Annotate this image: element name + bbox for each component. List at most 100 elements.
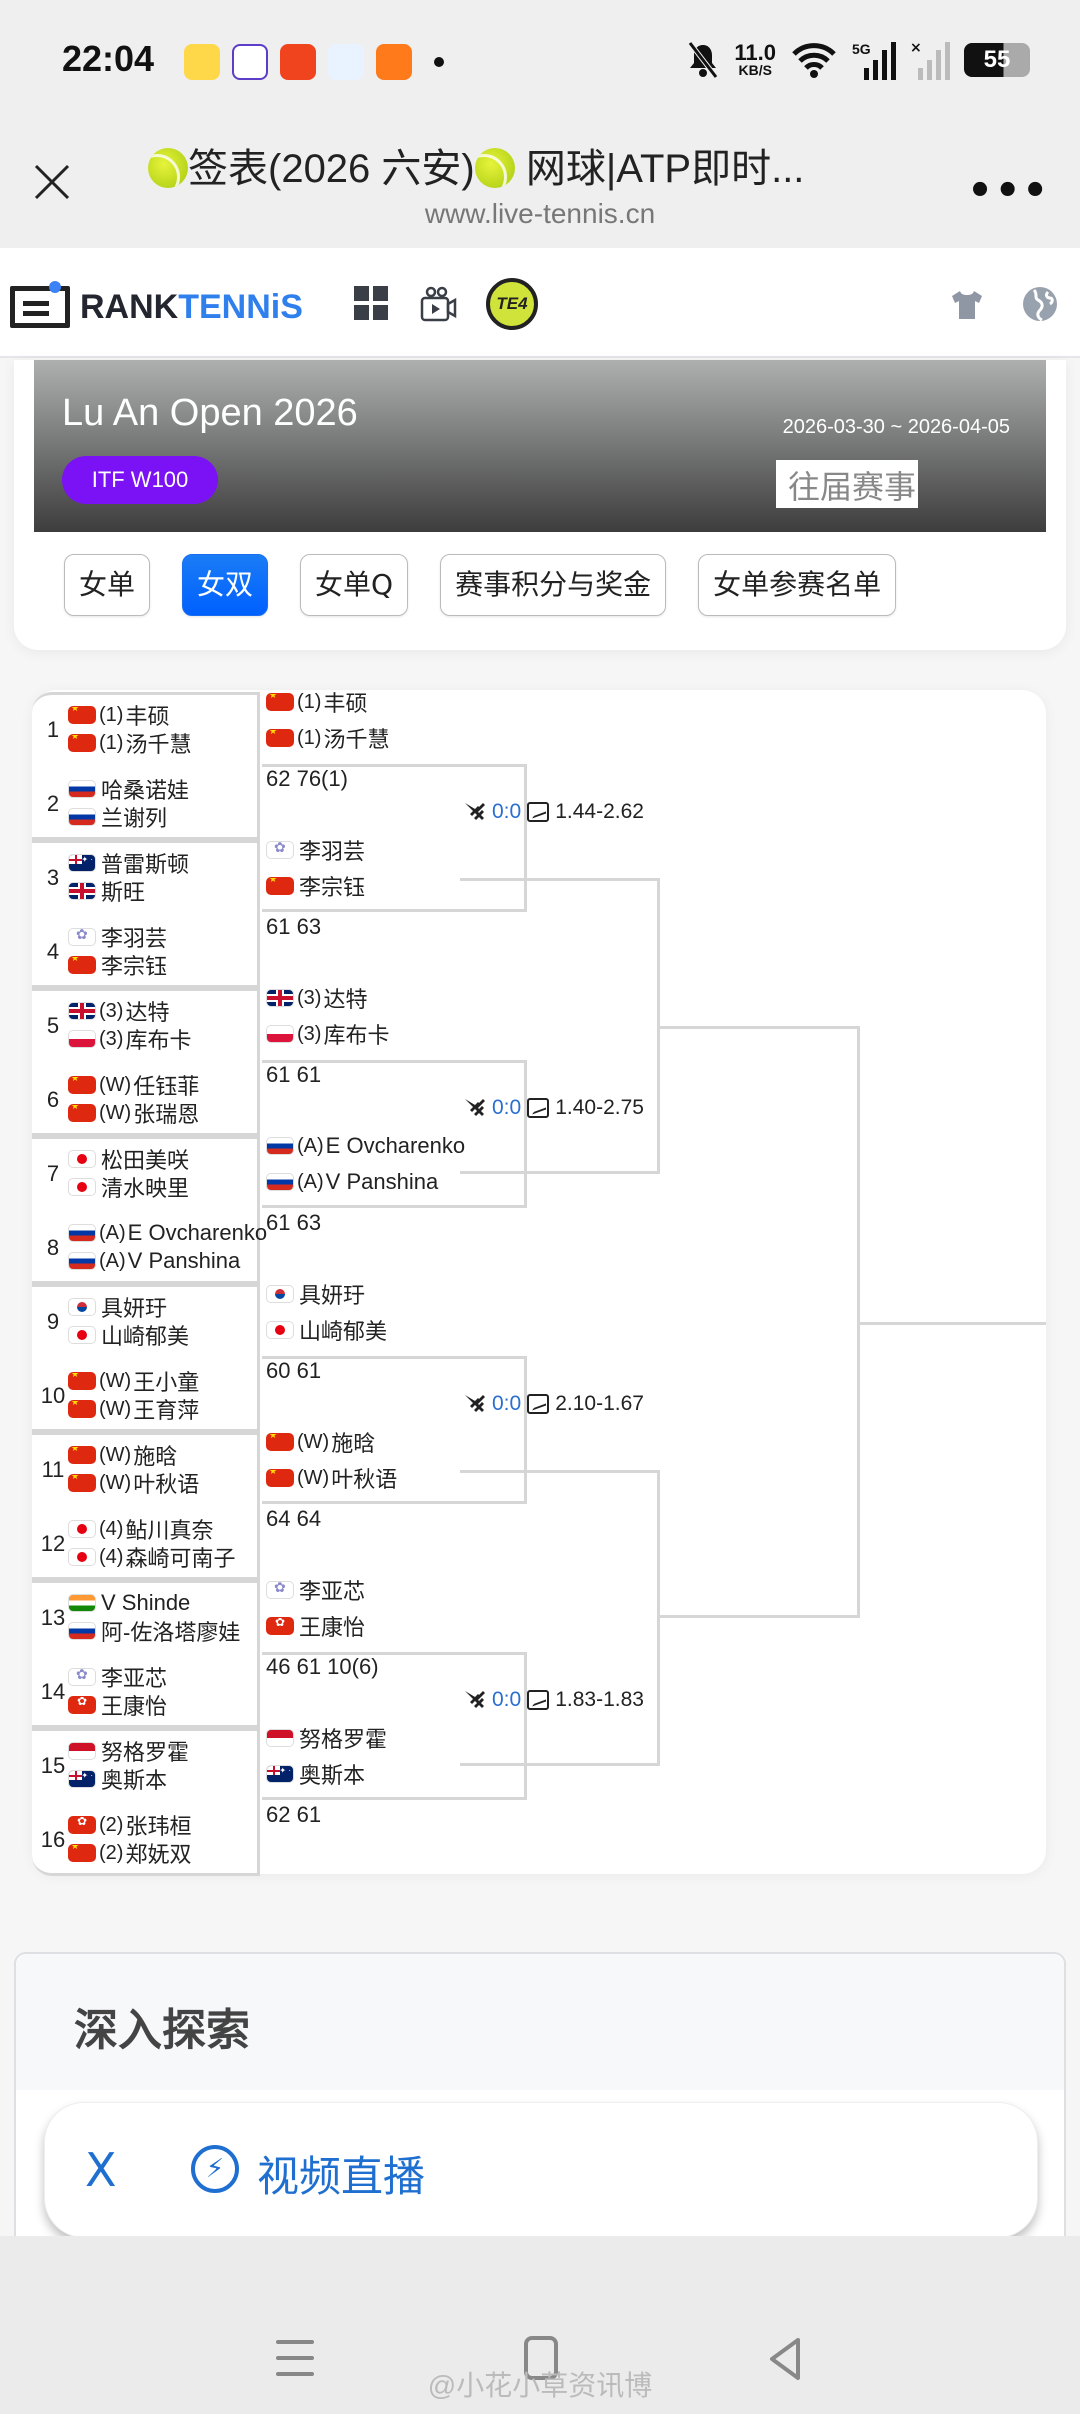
close-pill-button[interactable]: X xyxy=(85,2143,117,2197)
player-line[interactable]: 王康怡 xyxy=(266,1612,365,1640)
draw-entry[interactable]: 11(W)施晗(W)叶秋语 xyxy=(32,1435,260,1509)
player-line[interactable]: (4)鲇川真奈 xyxy=(68,1515,213,1543)
r2-team[interactable]: 努格罗霍奥斯本 xyxy=(262,1724,527,1796)
draw-entry[interactable]: 5(3)达特(3)库布卡 xyxy=(32,991,260,1065)
r2-team[interactable]: 具妍玗山崎郁美 xyxy=(262,1280,527,1352)
player-line[interactable]: (3)达特 xyxy=(68,997,169,1025)
player-line[interactable]: 努格罗霍 xyxy=(266,1724,387,1752)
r2-team[interactable]: 李羽芸李宗钰 xyxy=(262,836,527,908)
odds-chart-icon[interactable] xyxy=(527,1394,550,1414)
player-line[interactable]: (A)V Panshina xyxy=(68,1247,240,1275)
player-line[interactable]: (W)王小童 xyxy=(68,1367,199,1395)
home-button[interactable] xyxy=(524,2336,558,2380)
tab-womens-doubles[interactable]: 女双 xyxy=(182,554,269,616)
player-line[interactable]: V Shinde xyxy=(68,1589,190,1617)
player-line[interactable]: (W)施晗 xyxy=(68,1441,177,1469)
draw-entry[interactable]: 1(1)丰硕(1)汤千慧 xyxy=(32,695,260,769)
tab-entry-list[interactable]: 女单参赛名单 xyxy=(698,554,897,616)
player-line[interactable]: 王康怡 xyxy=(68,1691,167,1719)
head-to-head[interactable]: 0:0 xyxy=(492,1392,522,1415)
player-line[interactable]: (A)E Ovcharenko xyxy=(68,1219,267,1247)
head-to-head[interactable]: 0:0 xyxy=(492,1688,522,1711)
player-line[interactable]: (W)叶秋语 xyxy=(266,1464,397,1492)
draw-entry[interactable]: 10(W)王小童(W)王育萍 xyxy=(32,1361,260,1435)
close-tab-icon[interactable] xyxy=(30,160,74,204)
player-line[interactable]: 李羽芸 xyxy=(266,836,365,864)
player-line[interactable]: 阿-佐洛塔廖娃 xyxy=(68,1617,240,1645)
tab-womens-singles[interactable]: 女单 xyxy=(64,554,151,616)
draw-entry[interactable]: 3普雷斯顿斯旺 xyxy=(32,843,260,917)
r2-team[interactable]: (3)达特 (3)库布卡 xyxy=(262,984,527,1056)
player-line[interactable]: 奥斯本 xyxy=(266,1760,365,1788)
more-menu-button[interactable]: ••• xyxy=(967,168,1050,214)
player-line[interactable]: (W)任钰菲 xyxy=(68,1071,199,1099)
player-line[interactable]: (W)叶秋语 xyxy=(68,1469,199,1497)
head-to-head[interactable]: 0:0 xyxy=(492,1096,522,1119)
draw-entry[interactable]: 8(A)E Ovcharenko(A)V Panshina xyxy=(32,1213,267,1287)
recent-apps-button[interactable] xyxy=(276,2340,314,2378)
player-line[interactable]: 清水映里 xyxy=(68,1173,189,1201)
player-line[interactable]: 李宗钰 xyxy=(68,951,167,979)
odds-chart-icon[interactable] xyxy=(527,802,550,822)
player-line[interactable]: 山崎郁美 xyxy=(68,1321,189,1349)
back-button[interactable] xyxy=(766,2336,806,2382)
odds-chart-icon[interactable] xyxy=(527,1690,550,1710)
draw-entry[interactable]: 15努格罗霍奥斯本 xyxy=(32,1731,260,1805)
odds-chart-icon[interactable] xyxy=(527,1098,550,1118)
player-line[interactable]: (3)库布卡 xyxy=(68,1025,191,1053)
ranktennis-logo[interactable]: RANKTENNiS xyxy=(10,281,303,328)
player-line[interactable]: 李宗钰 xyxy=(266,872,365,900)
player-line[interactable]: 山崎郁美 xyxy=(266,1316,387,1344)
player-line[interactable]: 李亚芯 xyxy=(266,1576,365,1604)
r2-team[interactable]: (A)E Ovcharenko (A)V Panshina xyxy=(262,1132,527,1204)
player-line[interactable]: (1)汤千慧 xyxy=(266,724,389,752)
player-line[interactable]: (W)施晗 xyxy=(266,1428,375,1456)
player-line[interactable]: (A)V Panshina xyxy=(266,1168,438,1196)
live-video-label[interactable]: 视频直播 xyxy=(257,2152,426,2201)
draw-entry[interactable]: 14李亚芯王康怡 xyxy=(32,1657,260,1731)
player-line[interactable]: (3)达特 xyxy=(266,984,367,1012)
player-line[interactable]: (W)王育萍 xyxy=(68,1395,199,1423)
player-line[interactable]: 具妍玗 xyxy=(68,1293,167,1321)
player-line[interactable]: 李羽芸 xyxy=(68,923,167,951)
draw-entry[interactable]: 12(4)鲇川真奈(4)森崎可南子 xyxy=(32,1509,260,1583)
draw-entry[interactable]: 16(2)张玮桓(2)郑妩双 xyxy=(32,1805,260,1879)
player-line[interactable]: (1)汤千慧 xyxy=(68,729,191,757)
player-line[interactable]: (A)E Ovcharenko xyxy=(266,1132,465,1160)
live-video-pill[interactable]: X ⚡ 视频直播 xyxy=(44,2102,1038,2238)
player-line[interactable]: 松田美咲 xyxy=(68,1145,189,1173)
globe-icon[interactable] xyxy=(1020,284,1060,324)
r2-team[interactable]: 李亚芯王康怡 xyxy=(262,1576,527,1648)
grid-menu-icon[interactable] xyxy=(354,286,388,320)
r2-team[interactable]: (1)丰硕 (1)汤千慧 xyxy=(262,688,527,760)
shirt-icon[interactable] xyxy=(950,288,984,322)
video-camera-icon[interactable] xyxy=(418,284,458,324)
draw-entry[interactable]: 4李羽芸李宗钰 xyxy=(32,917,260,991)
player-line[interactable]: (W)张瑞恩 xyxy=(68,1099,199,1127)
past-events-button[interactable]: 往届赛事 xyxy=(776,460,918,508)
tab-womens-qualifying[interactable]: 女单Q xyxy=(300,554,409,616)
player-line[interactable]: 斯旺 xyxy=(68,877,145,905)
player-line[interactable]: (2)郑妩双 xyxy=(68,1839,191,1867)
player-line[interactable]: 具妍玗 xyxy=(266,1280,365,1308)
player-line[interactable]: (3)库布卡 xyxy=(266,1020,389,1048)
tab-points-prize-money[interactable]: 赛事积分与奖金 xyxy=(440,554,667,616)
head-to-head[interactable]: 0:0 xyxy=(492,800,522,823)
player-line[interactable]: 兰谢列 xyxy=(68,803,167,831)
draw-entry[interactable]: 6(W)任钰菲(W)张瑞恩 xyxy=(32,1065,260,1139)
player-line[interactable]: (2)张玮桓 xyxy=(68,1811,191,1839)
player-line[interactable]: (1)丰硕 xyxy=(68,701,169,729)
player-line[interactable]: 哈桑诺娃 xyxy=(68,775,189,803)
page-url[interactable]: www.live-tennis.cn xyxy=(424,198,656,229)
player-line[interactable]: (1)丰硕 xyxy=(266,688,367,716)
player-line[interactable]: 李亚芯 xyxy=(68,1663,167,1691)
player-line[interactable]: 普雷斯顿 xyxy=(68,849,189,877)
player-line[interactable]: 努格罗霍 xyxy=(68,1737,189,1765)
